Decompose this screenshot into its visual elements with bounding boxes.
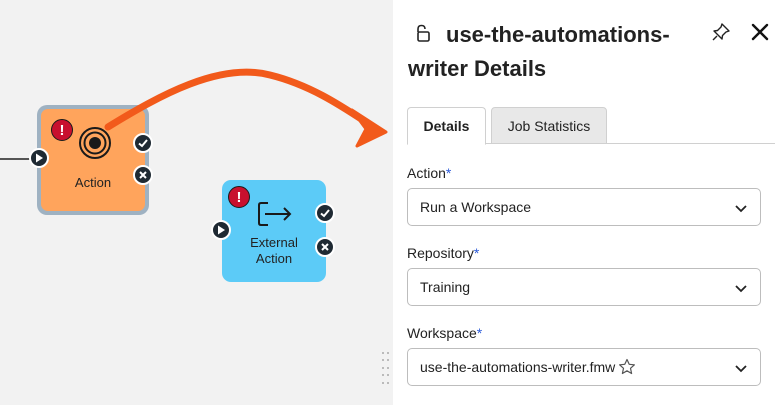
repository-field-label: Repository* (407, 245, 480, 261)
workflow-canvas[interactable]: ! Action ! External Action (0, 0, 393, 405)
incoming-connection-line (0, 158, 30, 160)
external-exit-icon (258, 202, 292, 226)
external-action-node[interactable]: ! External Action (222, 180, 326, 282)
required-mark: * (445, 165, 452, 181)
tab-details[interactable]: Details (407, 107, 486, 145)
pin-icon[interactable] (711, 22, 731, 42)
chevron-down-icon (735, 285, 747, 293)
x-icon (321, 243, 329, 251)
external-success-port[interactable] (315, 203, 335, 223)
action-input-port[interactable] (29, 148, 49, 168)
star-icon[interactable] (618, 358, 636, 376)
panel-resize-handle[interactable] (382, 352, 390, 386)
repository-select-value: Training (420, 279, 471, 295)
error-icon[interactable]: ! (228, 186, 250, 208)
required-mark: * (473, 245, 480, 261)
workspace-select[interactable]: use-the-automations-writer.fmw (407, 348, 761, 386)
tab-job-statistics[interactable]: Job Statistics (491, 107, 607, 144)
target-icon (79, 127, 111, 159)
close-icon (751, 23, 769, 41)
panel-tabs: Details Job Statistics (407, 107, 775, 145)
external-failure-port[interactable] (315, 237, 335, 257)
check-icon (138, 139, 148, 148)
chevron-down-icon (735, 365, 747, 373)
external-action-node-label: External Action (250, 235, 298, 266)
play-icon (36, 153, 43, 163)
action-node-label: Action (74, 175, 112, 190)
action-node[interactable]: ! Action (37, 105, 149, 215)
chevron-down-icon (735, 205, 747, 213)
check-icon (320, 209, 330, 218)
details-panel: use-the-automations-writer Details Detai… (393, 0, 775, 405)
workspace-select-value: use-the-automations-writer.fmw (420, 359, 616, 375)
external-input-port[interactable] (211, 220, 231, 240)
repository-select[interactable]: Training (407, 268, 761, 306)
workspace-field-label: Workspace* (407, 325, 483, 341)
play-icon (218, 225, 225, 235)
x-icon (139, 171, 147, 179)
action-field-label: Action* (407, 165, 452, 181)
action-select-value: Run a Workspace (420, 199, 532, 215)
close-button[interactable] (748, 20, 772, 44)
action-select[interactable]: Run a Workspace (407, 188, 761, 226)
annotation-arrow (104, 68, 388, 148)
required-mark: * (476, 325, 483, 341)
error-icon[interactable]: ! (51, 119, 73, 141)
action-node-body[interactable]: ! Action (41, 109, 145, 211)
action-success-port[interactable] (133, 133, 153, 153)
unlock-icon[interactable] (415, 24, 431, 42)
panel-title: use-the-automations-writer Details (408, 22, 670, 81)
action-failure-port[interactable] (133, 165, 153, 185)
